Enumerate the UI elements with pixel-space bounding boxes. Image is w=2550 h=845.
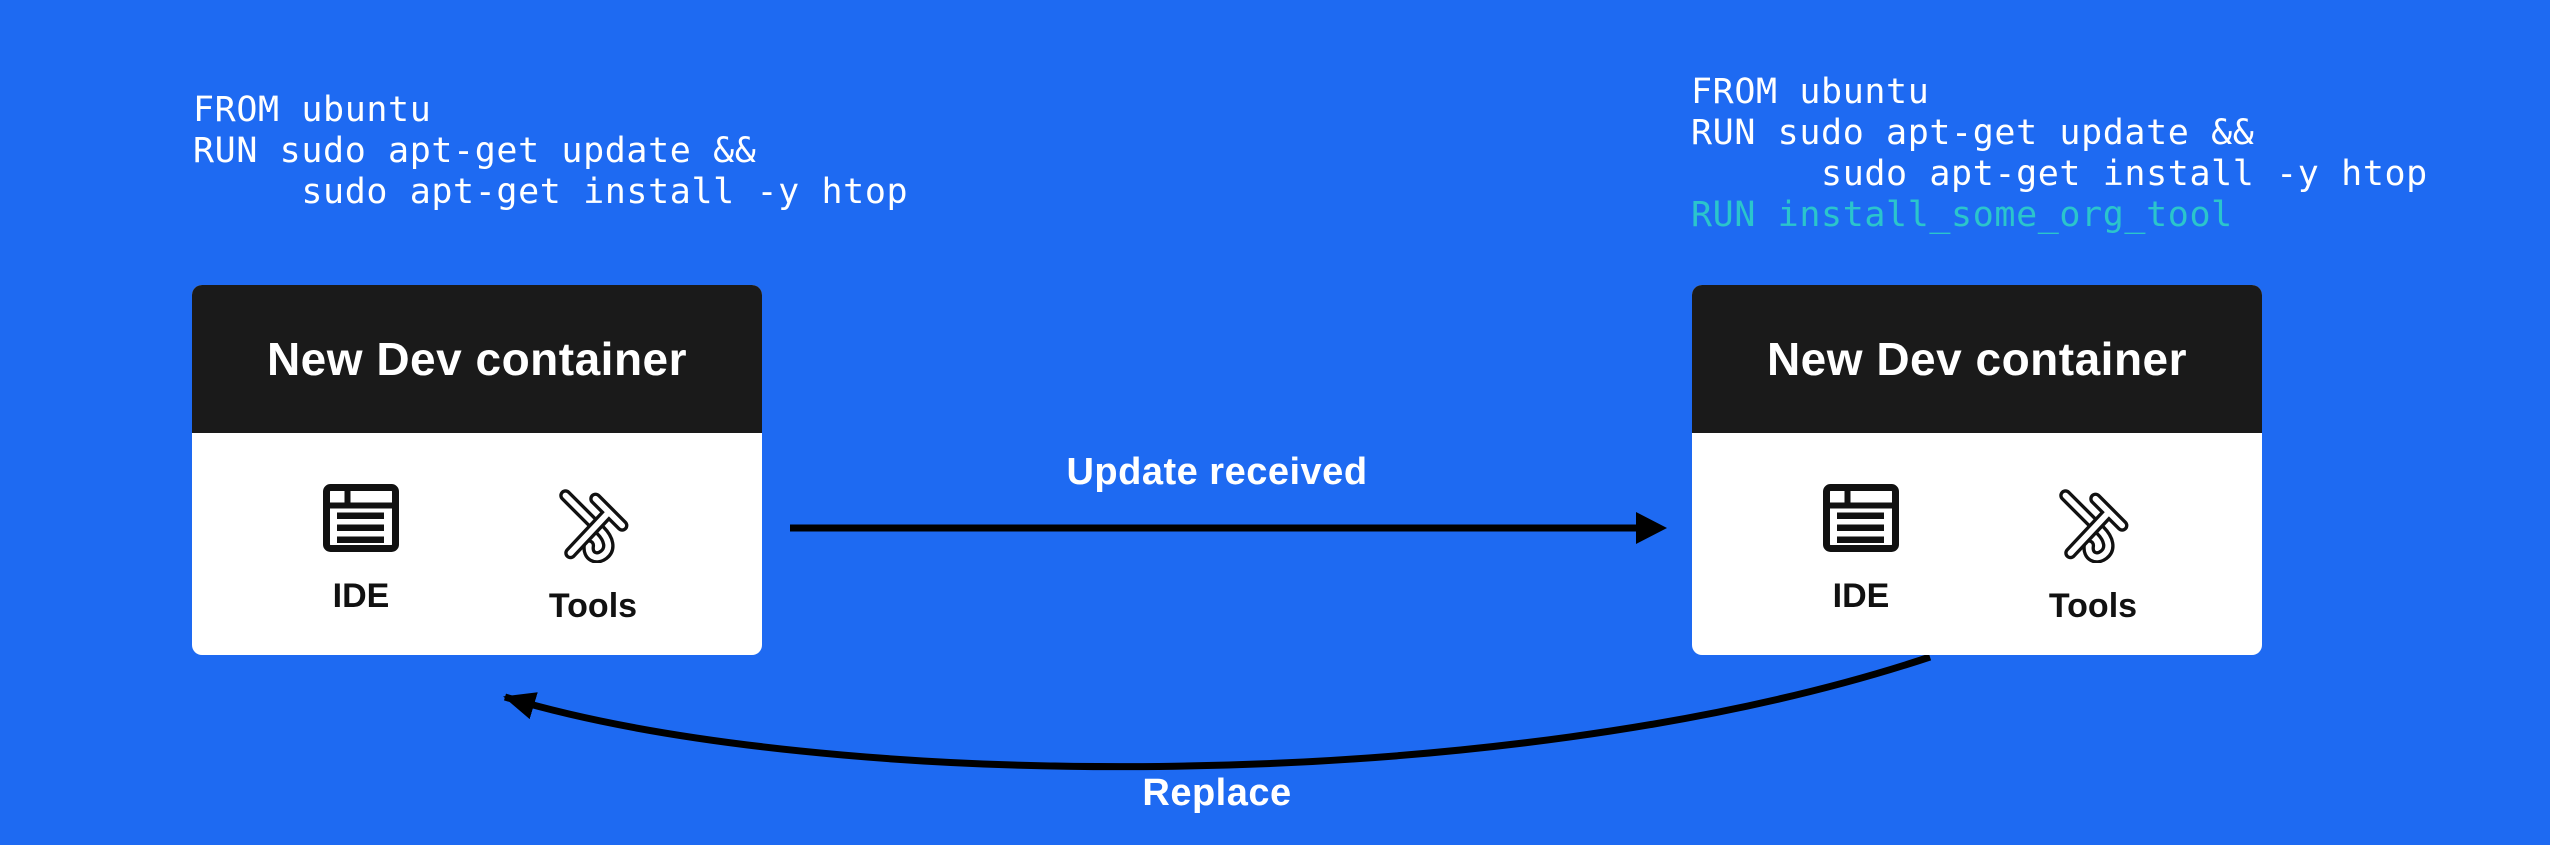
- feature-tools: Tools: [533, 483, 653, 626]
- code-line-added-org-tool: RUN install_some_org_tool: [1691, 195, 2233, 235]
- ide-window-icon: [1823, 484, 1899, 552]
- code-line: FROM ubuntu: [1691, 72, 1930, 112]
- card-title: New Dev container: [266, 333, 688, 385]
- dockerfile-snippet-right: FROM ubuntu RUN sudo apt-get update && s…: [1691, 72, 2428, 236]
- tools-icon: [559, 489, 629, 563]
- update-arrow: [790, 512, 1667, 544]
- update-received-label: Update received: [1066, 451, 1368, 493]
- replace-label: Replace: [1142, 772, 1292, 814]
- code-line: sudo apt-get install -y htop: [193, 172, 909, 212]
- card-title: New Dev container: [1766, 333, 2188, 385]
- feature-label-ide: IDE: [332, 577, 390, 615]
- card-header: New Dev container: [1692, 285, 2262, 433]
- feature-label-tools: Tools: [548, 587, 638, 625]
- feature-ide: IDE: [301, 483, 421, 616]
- code-line: RUN sudo apt-get update &&: [193, 131, 757, 171]
- update-arrowhead: [1636, 512, 1667, 544]
- feature-ide: IDE: [1801, 483, 1921, 616]
- code-line: RUN sudo apt-get update &&: [1691, 113, 2255, 153]
- feature-tools: Tools: [2033, 483, 2153, 626]
- tools-icon: [2059, 489, 2129, 563]
- dev-container-card-right: New Dev container IDE: [1692, 285, 2262, 655]
- feature-label-ide: IDE: [1832, 577, 1890, 615]
- dockerfile-snippet-left: FROM ubuntu RUN sudo apt-get update && s…: [193, 90, 908, 213]
- code-line: sudo apt-get install -y htop: [1691, 154, 2428, 194]
- replace-arrow: [503, 653, 1932, 771]
- card-body: IDE Tools: [192, 433, 762, 655]
- ide-window-icon: [323, 484, 399, 552]
- card-header: New Dev container: [192, 285, 762, 433]
- feature-label-tools: Tools: [2048, 587, 2138, 625]
- code-line: FROM ubuntu: [193, 90, 432, 130]
- card-body: IDE Tools: [1692, 433, 2262, 655]
- dev-container-card-left: New Dev container IDE: [192, 285, 762, 655]
